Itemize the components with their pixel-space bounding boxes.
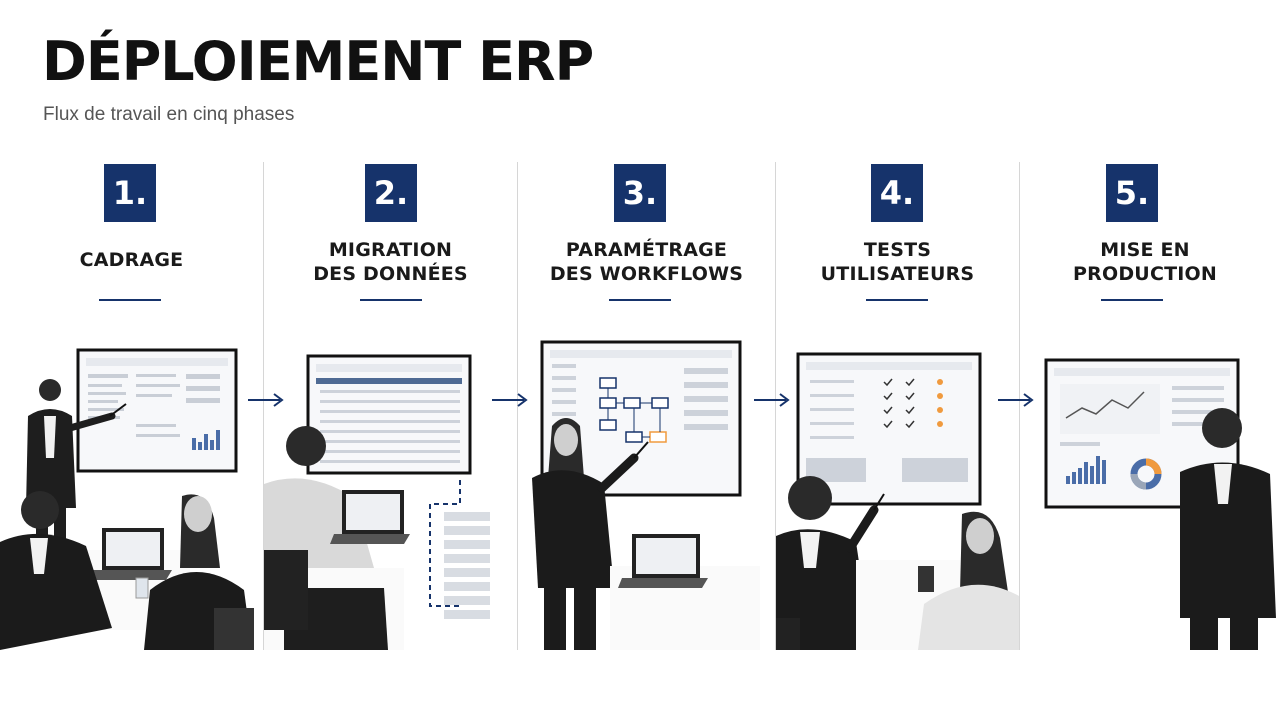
- phase-title-line: TESTS: [863, 239, 932, 261]
- arrow-right-icon: [754, 393, 790, 407]
- phase-number-badge: 4.: [871, 164, 923, 222]
- go-live-dashboard-illustration: [1044, 358, 1276, 650]
- phase-title-line: DES DONNÉES: [313, 263, 468, 285]
- workflow-configuration-illustration: [532, 340, 760, 650]
- phase-title: TESTS UTILISATEURS: [776, 238, 1019, 286]
- phase-number-badge: 5.: [1106, 164, 1158, 222]
- column-divider: [517, 162, 518, 650]
- user-testing-illustration: [776, 352, 1019, 650]
- phase-number-badge: 3.: [614, 164, 666, 222]
- phase-number-badge: 2.: [365, 164, 417, 222]
- column-divider: [775, 162, 776, 650]
- arrow-right-icon: [492, 393, 528, 407]
- phase-title-line: MIGRATION: [328, 239, 453, 261]
- phase-title: PARAMÉTRAGE DES WORKFLOWS: [518, 238, 775, 286]
- phase-2: 2. MIGRATION DES DONNÉES: [264, 164, 517, 650]
- page-subtitle: Flux de travail en cinq phases: [43, 104, 295, 125]
- phase-title-line: PRODUCTION: [1073, 263, 1217, 285]
- phase-4: 4. TESTS UTILISATEURS: [776, 164, 1019, 650]
- phase-underline: [360, 299, 422, 301]
- phase-1: 1. CADRAGE: [0, 164, 263, 650]
- phase-title-line: UTILISATEURS: [820, 263, 975, 285]
- phase-title-line: PARAMÉTRAGE: [565, 239, 728, 261]
- presentation-meeting-illustration: [0, 348, 254, 650]
- arrow-right-icon: [998, 393, 1034, 407]
- phase-number-badge: 1.: [104, 164, 156, 222]
- phase-title: CADRAGE: [0, 238, 263, 272]
- column-divider: [263, 162, 264, 650]
- phase-underline: [1101, 299, 1163, 301]
- phase-underline: [99, 299, 161, 301]
- data-migration-illustration: [264, 354, 490, 650]
- phase-title-line: DES WORKFLOWS: [549, 263, 744, 285]
- phase-underline: [866, 299, 928, 301]
- phase-title: MIGRATION DES DONNÉES: [264, 238, 517, 286]
- phase-3: 3. PARAMÉTRAGE DES WORKFLOWS: [518, 164, 775, 650]
- arrow-right-icon: [248, 393, 284, 407]
- page-title: DÉPLOIEMENT ERP: [42, 30, 594, 93]
- phase-title-line: MISE EN: [1100, 239, 1190, 261]
- column-divider: [1019, 162, 1020, 650]
- phase-title: MISE EN PRODUCTION: [1010, 238, 1280, 286]
- phase-5: 5. MISE EN PRODUCTION: [1020, 164, 1280, 650]
- phase-underline: [609, 299, 671, 301]
- phase-title-line: CADRAGE: [79, 249, 184, 271]
